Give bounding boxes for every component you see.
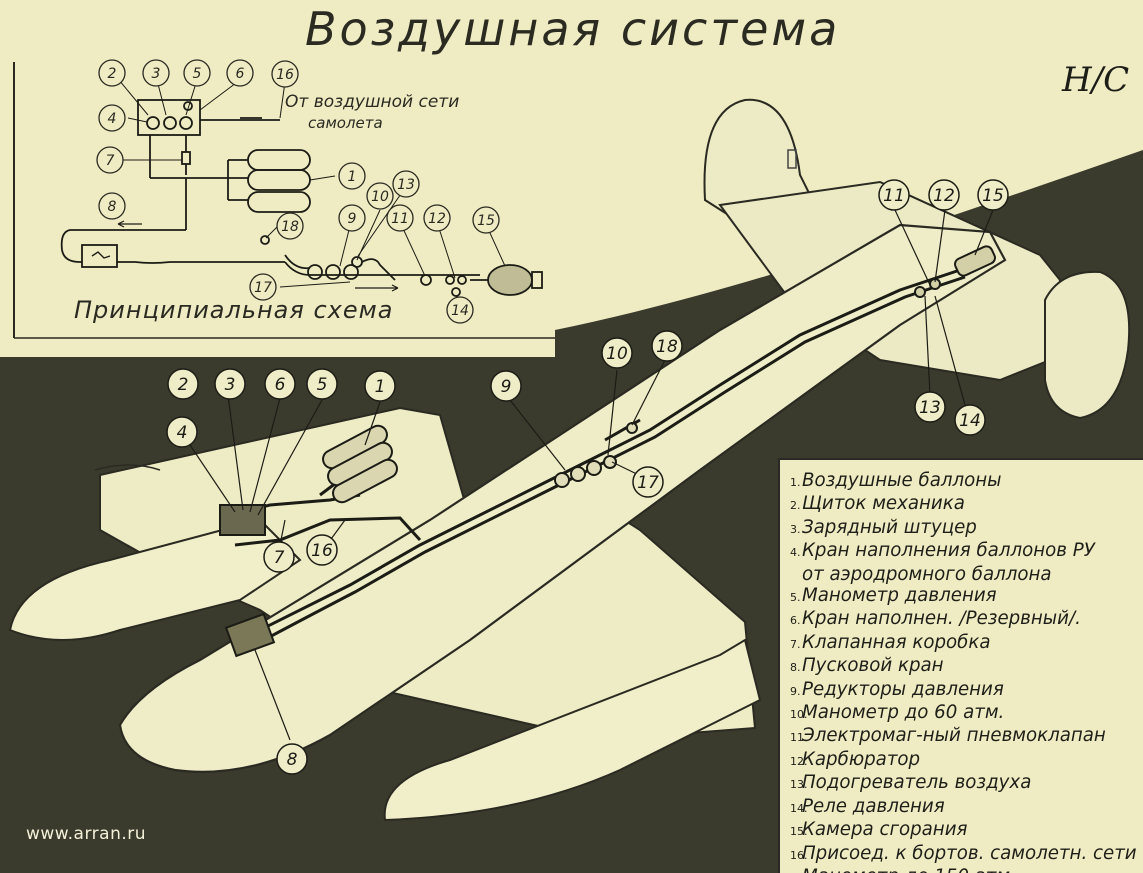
legend-item-text: Манометр давления (802, 585, 997, 607)
legend-item-number: 15. (790, 825, 808, 839)
fuselage (118, 223, 1007, 773)
legend-item: 3.Зарядный штуцер (790, 517, 1143, 540)
legend-item-number: 14. (790, 801, 808, 815)
legend-item: 9.Редукторы давления (790, 679, 1143, 702)
legend-item-text: Манометр до 150 атм. (802, 866, 1016, 873)
legend-item: 12.Карбюратор (790, 749, 1143, 772)
legend-item-number: 10. (790, 708, 808, 722)
schematic-drawing (60, 99, 543, 297)
legend-item: 7.Клапанная коробка (790, 632, 1143, 655)
legend-item-number: 6. (790, 614, 801, 628)
schematic-caption: Принципиальная схема (74, 296, 394, 324)
legend-item: 1.Воздушные баллоны (790, 470, 1143, 493)
legend-item-text: Клапанная коробка (802, 631, 991, 653)
aircraft-leader-lines (189, 209, 994, 741)
legend-item-number: 2. (790, 499, 801, 513)
legend-item: 8.Пусковой кран (790, 655, 1143, 678)
legend-item-number: 7. (790, 637, 801, 651)
legend-item-number: 3. (790, 522, 801, 536)
legend-item: 14.Реле давления (790, 796, 1143, 819)
legend-item-number: 13. (790, 778, 808, 792)
diagram-title: Воздушная система (305, 2, 841, 56)
legend-item-text: Подогреватель воздуха (802, 772, 1032, 794)
legend-item: 10.Манометр до 60 атм. (790, 702, 1143, 725)
legend-item-number: 4. (790, 546, 801, 560)
legend-item-number: 8. (790, 661, 801, 675)
legend-item: 17.Манометр до 150 атм. (790, 866, 1143, 873)
legend-item-text: Кран наполнения баллонов РУ (802, 540, 1095, 562)
legend-item: от аэродромного баллона (790, 564, 1143, 585)
legend-item-text: Реле давления (802, 795, 945, 817)
legend-item-text: Манометр до 60 атм. (802, 702, 1005, 724)
legend-item-number: 9. (790, 684, 801, 698)
supply-label-line-2: самолета (308, 114, 383, 132)
legend-item: 16.Присоед. к бортов. самолетн. сети (790, 843, 1143, 866)
legend-item-text: Электромаг-ный пневмоклапан (802, 725, 1106, 747)
legend-item: 5.Манометр давления (790, 585, 1143, 608)
supply-label-line-1: От воздушной сети (285, 92, 460, 112)
regulators-aircraft (554, 422, 638, 488)
legend-item-number: 17. (790, 868, 808, 873)
watermark: www.arran.ru (26, 824, 147, 844)
legend-item-text: Воздушные баллоны (802, 470, 1002, 491)
legend-item-text: Камера сгорания (802, 819, 968, 841)
legend-item: 13.Подогреватель воздуха (790, 772, 1143, 795)
legend-item-text: от аэродромного баллона (802, 563, 1052, 585)
tail-fin-right (1044, 270, 1131, 420)
legend-item-number: 16. (790, 848, 808, 862)
air-bottles-aircraft (322, 424, 398, 504)
legend-item: 2.Щиток механика (790, 493, 1143, 516)
legend-item-number: 11. (790, 731, 808, 745)
legend-item-number: 1. (790, 476, 801, 489)
legend-item: 15.Камера сгорания (790, 819, 1143, 842)
legend-item-text: Пусковой кран (802, 655, 944, 677)
legend-item: 4.Кран наполнения баллонов РУ (790, 540, 1143, 563)
legend-item-text: Зарядный штуцер (802, 516, 977, 538)
corner-mark: Н/С (1062, 60, 1130, 100)
legend-item-text: Карбюратор (802, 748, 921, 770)
legend-item-number: 12. (790, 754, 808, 768)
legend-item-text: Редукторы давления (802, 678, 1004, 700)
legend-item-number: 5. (790, 591, 801, 605)
legend-item: 11.Электромаг-ный пневмоклапан (790, 725, 1143, 748)
combustion-chamber-aircraft (914, 245, 996, 298)
engine-nacelle-right (383, 638, 762, 822)
legend-item: 6.Кран наполнен. /Резервный/. (790, 608, 1143, 631)
legend-item-text: Кран наполнен. /Резервный/. (802, 608, 1081, 630)
legend-item-text: Щиток механика (802, 493, 965, 515)
start-valve-aircraft (224, 612, 276, 658)
legend-item-text: Присоед. к бортов. самолетн. сети (802, 842, 1137, 864)
